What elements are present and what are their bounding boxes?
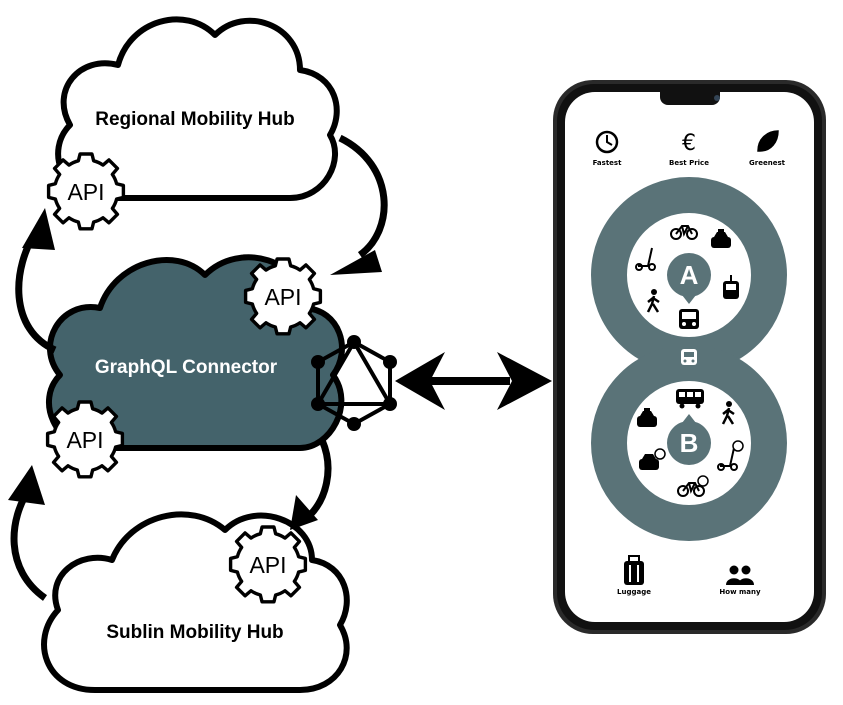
option-label: Best Price xyxy=(669,159,709,167)
api-badge-sublin: API xyxy=(228,525,308,604)
walk-icon xyxy=(646,289,660,313)
option-best-price[interactable]: € Best Price xyxy=(669,131,709,167)
euro-icon: € xyxy=(682,131,696,156)
regional-hub-label: Regional Mobility Hub xyxy=(95,109,295,130)
train-icon xyxy=(681,349,697,365)
option-label: Luggage xyxy=(617,588,651,596)
arrowhead xyxy=(330,250,382,275)
people-icon xyxy=(726,565,754,585)
bus-icon xyxy=(679,309,699,329)
option-label: Greenest xyxy=(749,159,786,167)
arrowhead xyxy=(8,465,45,505)
api-label: API xyxy=(67,179,104,205)
svg-text:A: A xyxy=(680,260,699,290)
walk-icon xyxy=(721,401,735,425)
origin-marker: A xyxy=(667,253,711,304)
option-greenest[interactable]: Greenest xyxy=(749,130,786,167)
bidirectional-arrow xyxy=(395,352,552,410)
tram-icon xyxy=(723,275,739,299)
luggage-icon xyxy=(624,555,644,585)
api-label: API xyxy=(249,552,286,578)
option-label: How many xyxy=(719,588,761,596)
bike-icon xyxy=(670,225,698,240)
car-clock-icon xyxy=(639,448,666,470)
leaf-icon xyxy=(757,130,779,152)
option-fastest[interactable]: Fastest xyxy=(593,130,623,167)
option-how-many[interactable]: How many xyxy=(719,565,761,597)
api-badge-connector-top: API xyxy=(243,257,323,336)
regional-hub-cloud xyxy=(55,16,340,201)
api-label: API xyxy=(66,427,103,453)
api-label: API xyxy=(264,284,301,310)
flow-regional-to-connector xyxy=(338,134,388,258)
flow-connector-to-sublin xyxy=(307,438,332,518)
sublin-hub-cloud xyxy=(41,511,350,693)
api-badge-connector-bottom: API xyxy=(45,400,125,479)
clock-icon xyxy=(595,130,619,154)
api-badge-regional: API xyxy=(46,152,126,231)
taxi-icon xyxy=(711,229,731,248)
taxi-icon xyxy=(637,408,657,427)
bike-clock-icon xyxy=(677,475,709,497)
option-label: Fastest xyxy=(593,159,623,167)
graphql-connector-label: GraphQL Connector xyxy=(95,357,278,378)
option-luggage[interactable]: Luggage xyxy=(617,555,651,596)
scooter-icon xyxy=(635,247,656,271)
arrowhead xyxy=(22,208,55,250)
graphql-logo-icon xyxy=(311,335,397,431)
svg-text:B: B xyxy=(680,428,699,458)
scooter-clock-icon xyxy=(717,440,744,471)
flow-sublin-to-connector xyxy=(10,486,48,601)
destination-marker: B xyxy=(667,414,711,465)
bus-icon xyxy=(676,389,704,409)
sublin-hub-label: Sublin Mobility Hub xyxy=(106,622,283,643)
arrowhead xyxy=(290,495,318,530)
